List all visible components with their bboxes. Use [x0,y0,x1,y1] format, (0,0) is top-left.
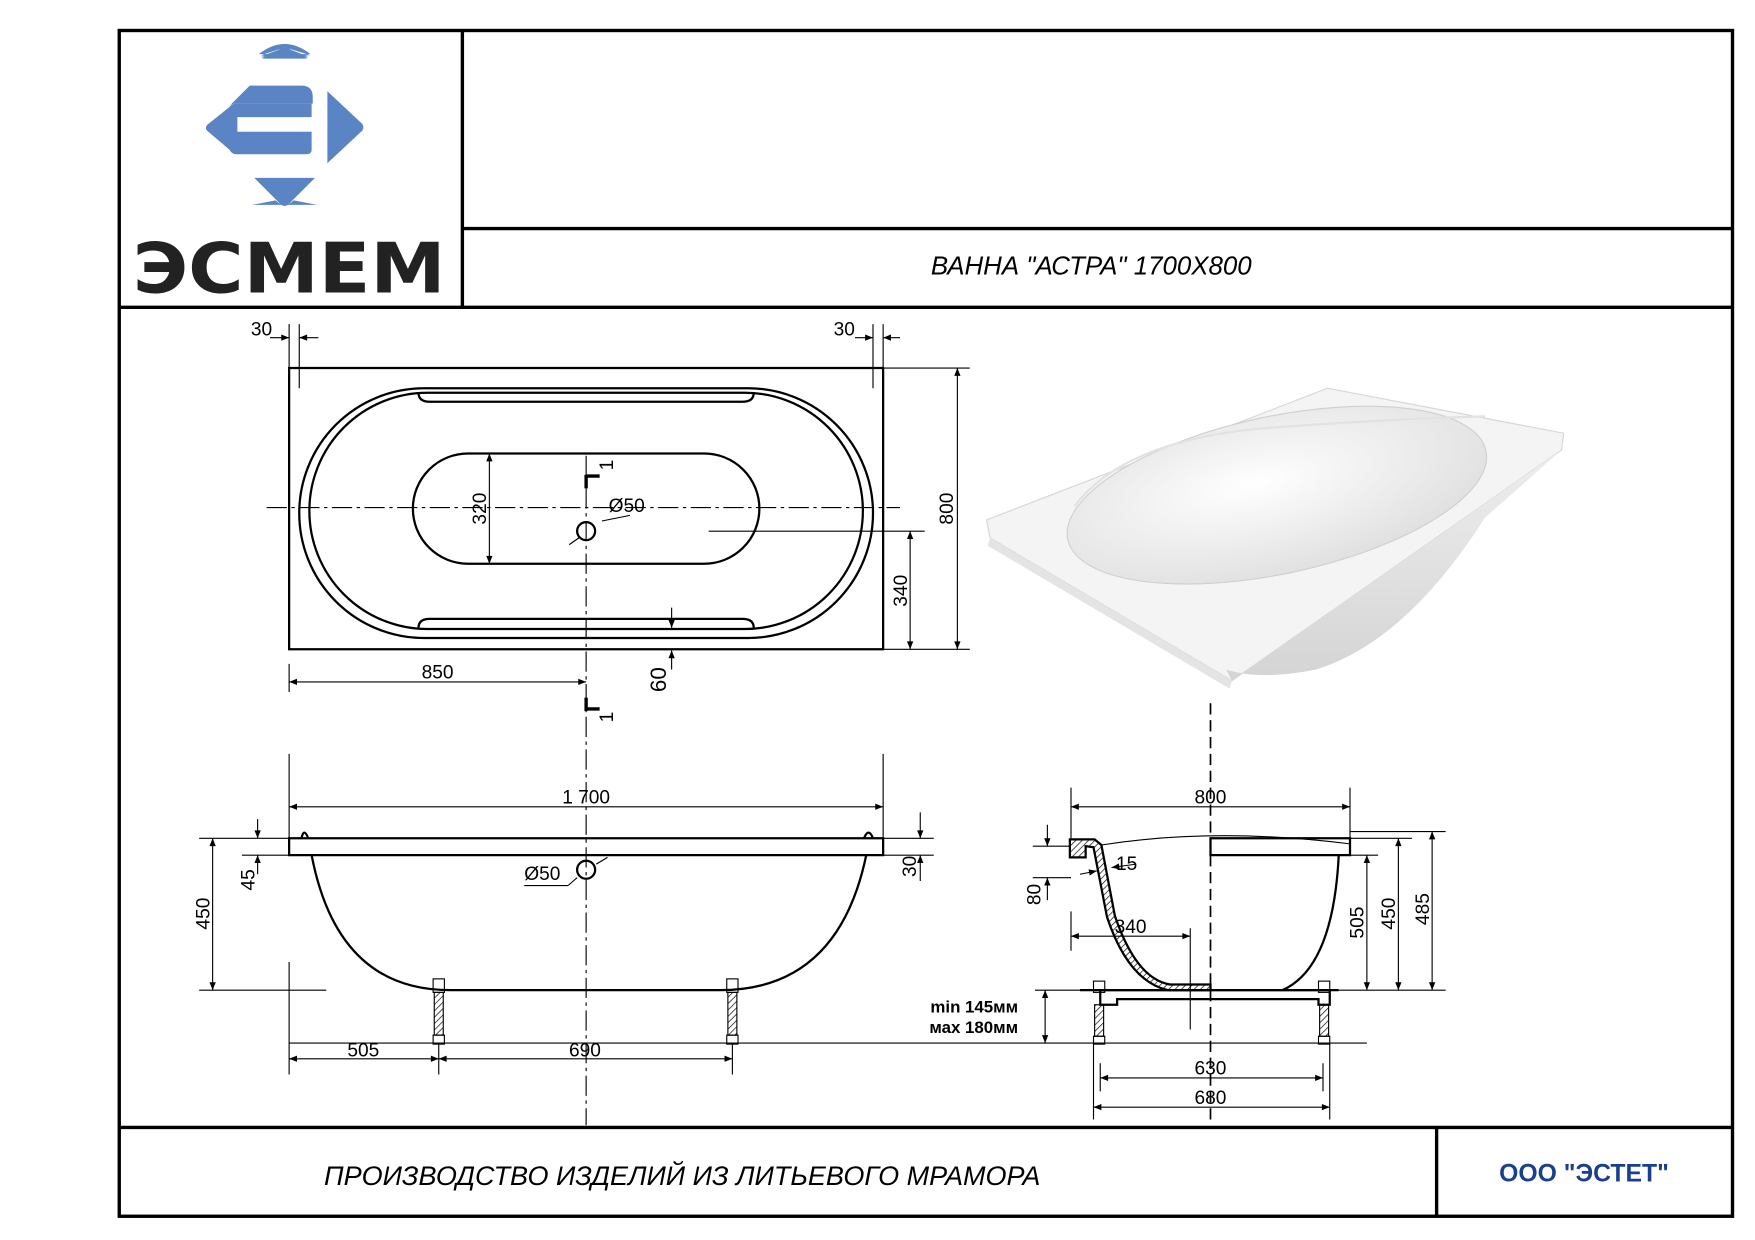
dim-wall: 60 [646,667,671,692]
product-photo [985,387,1565,1126]
section-mark-top: 1 [597,460,618,471]
company-logo: ЭСМЕМ [133,44,446,310]
dim-rim-left: 30 [251,319,272,340]
section-mark-bottom: 1 [597,712,618,723]
dim-leg-spacing: 690 [569,1041,601,1062]
dim-drain-top: Ø50 [609,496,645,517]
logo-mark [258,44,311,56]
dim-frame-outer: 680 [1195,1088,1227,1109]
dim-rim-height: 45 [238,869,259,890]
dim-half-bottom: 340 [1115,917,1147,938]
title-block [117,28,1735,1218]
dim-depth-485: 485 [1413,893,1434,925]
footer-description: ПРОИЗВОДСТВО ИЗДЕЛИЙ ИЗ ЛИТЬЕВОГО МРАМОР… [324,1159,1040,1191]
dim-rim-thickness: 30 [900,856,921,877]
dim-drain-side: Ø50 [524,864,560,885]
footer-company: ООО "ЭСТЕТ" [1499,1160,1669,1187]
dim-depth-505: 505 [1348,907,1369,939]
leg-right [726,978,739,1045]
dim-frame-inner: 630 [1195,1059,1227,1080]
top-view: 30 30 320 800 340 850 60 Ø50 1 1 [251,319,970,1126]
dim-rim-right: 30 [834,319,855,340]
leg-height-min: min 145мм [930,998,1018,1017]
dim-height: 450 [193,898,214,930]
drawing-title: ВАННА "АСТРА" 1700Х800 [931,253,1252,281]
dim-depth-450: 450 [1379,898,1400,930]
leg-left [432,978,445,1045]
dim-section-width: 800 [1195,787,1227,808]
section-view: 800 80 15 340 505 450 485 630 680 min 14… [929,787,1446,1120]
dim-half-length: 850 [422,663,454,684]
dim-drain-offset: 340 [891,575,912,607]
leg-height-max: мах 180мм [929,1018,1018,1037]
dim-wall-thickness: 15 [1116,854,1137,875]
dim-leg-offset: 505 [347,1041,379,1062]
side-view: 1 700 450 45 30 Ø50 505 690 [193,753,1367,1075]
frame-leg-right [1317,980,1331,1045]
dim-basin-width: 320 [470,493,491,525]
logo-text: ЭСМЕМ [133,229,446,310]
dim-rim-drop: 80 [1025,884,1046,905]
frame-leg-left [1092,980,1106,1045]
dim-length: 1 700 [562,787,610,808]
dim-width: 800 [937,493,958,525]
